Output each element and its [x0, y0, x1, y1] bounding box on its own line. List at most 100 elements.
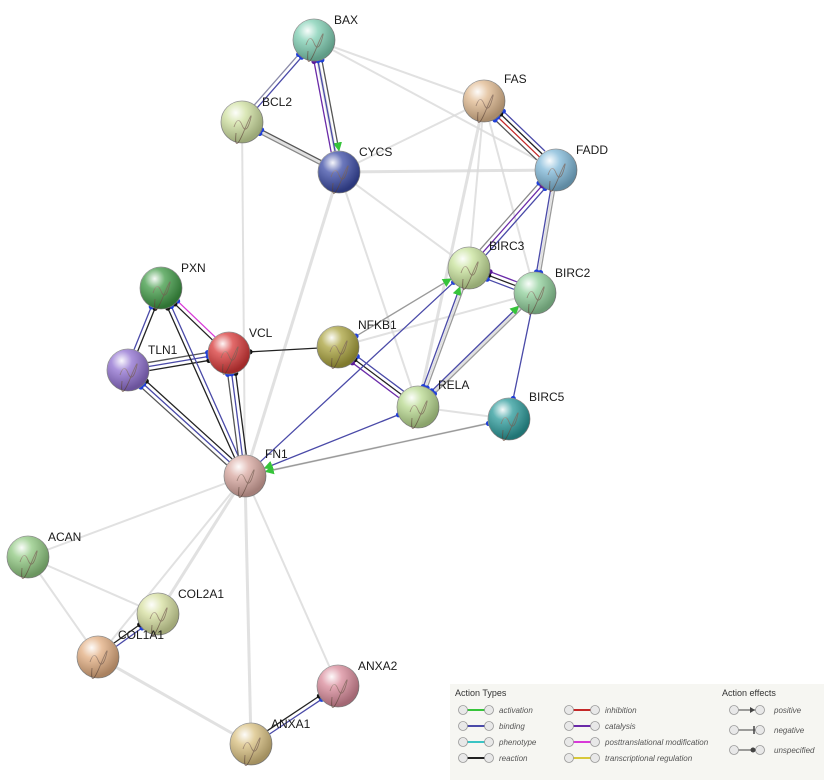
action-edge-fadd-birc3: [479, 182, 540, 251]
legend-action-effects-title: Action effects: [722, 688, 776, 698]
node-label-tln1: TLN1: [148, 343, 178, 357]
edge-bcl2-fn1: [241, 121, 246, 477]
action-edge-tln1-fn1: [145, 380, 233, 460]
node-label-cycs: CYCS: [359, 145, 392, 159]
node-col1a1[interactable]: COL1A1: [76, 628, 164, 679]
node-label-bcl2: BCL2: [262, 95, 292, 109]
node-acan[interactable]: ACAN: [6, 530, 81, 579]
action-edge-anxa2-anxa1: [267, 695, 320, 732]
node-label-col1a1: COL1A1: [118, 628, 164, 642]
node-label-fadd: FADD: [576, 143, 608, 157]
svg-text:unspecified: unspecified: [774, 746, 815, 755]
action-edge-birc5-fn1: [264, 422, 489, 475]
edge-col1a1-anxa1: [97, 655, 252, 746]
node-bcl2[interactable]: BCL2: [220, 95, 292, 144]
action-edge-rela-birc2: [433, 308, 522, 395]
action-edge-bcl2-cycs: [259, 132, 320, 165]
action-edge-bax-cycs: [313, 61, 332, 153]
action-edge-bax-cycs: [321, 59, 342, 152]
edge-bax-fadd: [313, 39, 557, 171]
action-edge-birc3-birc2: [489, 271, 518, 283]
edge-fn1-anxa1: [243, 475, 253, 745]
node-anxa2[interactable]: ANXA2: [316, 659, 398, 708]
node-label-birc2: BIRC2: [555, 266, 591, 280]
action-edge-bax-bcl2: [256, 56, 303, 108]
node-rela[interactable]: RELA: [396, 378, 469, 429]
action-edge-bcl2-cycs: [261, 129, 322, 162]
node-birc3[interactable]: BIRC3: [447, 239, 525, 290]
svg-text:transcriptional regulation: transcriptional regulation: [605, 754, 693, 763]
node-tln1[interactable]: TLN1: [106, 343, 178, 392]
action-edge-tln1-fn1: [143, 383, 230, 463]
edge-nfkb1-birc2: [337, 292, 536, 348]
action-edge-vcl-tln1: [147, 351, 208, 364]
legend-action-types-title: Action Types: [455, 688, 507, 698]
edge-fn1-acan: [27, 475, 246, 558]
action-edge-birc3-fn1: [259, 281, 455, 463]
legend-background: [450, 684, 824, 780]
node-label-col2a1: COL2A1: [178, 587, 224, 601]
node-nfkb1[interactable]: NFKB1: [316, 318, 397, 369]
edge-birc2-rela: [416, 291, 537, 409]
action-edge-birc2-fadd: [539, 190, 556, 273]
action-edge-vcl-fn1: [235, 373, 247, 455]
node-label-anxa1: ANXA1: [271, 717, 311, 731]
action-edge-vcl-tln1: [149, 359, 210, 372]
legend-type-transcriptional-regulation: transcriptional regulation: [564, 753, 693, 763]
action-edge-vcl-fn1: [227, 374, 239, 456]
action-edge-fadd-birc3: [485, 187, 546, 256]
action-edge-vcl-fn1: [231, 373, 243, 456]
svg-text:activation: activation: [499, 706, 533, 715]
edge-bax-fas: [313, 39, 485, 102]
edge-cycs-fas: [338, 100, 485, 173]
action-edge-nfkb1-rela: [356, 355, 404, 392]
node-label-bax: BAX: [334, 13, 358, 27]
action-edge-pxn-vcl: [177, 300, 216, 338]
node-bax[interactable]: BAX: [292, 13, 358, 62]
svg-text:positive: positive: [773, 706, 802, 715]
node-vcl[interactable]: VCL: [207, 326, 273, 375]
action-edge-fas-fadd: [502, 110, 546, 152]
action-edge-nfkb1-rela: [354, 359, 402, 395]
node-col2a1[interactable]: COL2A1: [136, 587, 224, 636]
action-edge-fas-fadd: [500, 113, 543, 155]
action-edge-tln1-fn1: [140, 386, 228, 466]
edge-fas-birc2: [483, 100, 536, 294]
legend-type-inhibition: inhibition: [564, 705, 637, 715]
action-edge-pxn-vcl: [174, 303, 213, 341]
node-label-fas: FAS: [504, 72, 527, 86]
action-edge-fadd-birc3: [482, 185, 543, 253]
action-edge-birc3-birc2: [488, 274, 516, 287]
node-birc2[interactable]: BIRC2: [513, 266, 591, 315]
action-edge-nfkb1-rela: [352, 362, 400, 399]
node-birc5[interactable]: BIRC5: [487, 390, 565, 441]
action-edge-col2a1-col1a1: [115, 627, 143, 647]
legend-type-phenotype: phenotype: [458, 737, 537, 747]
node-cycs[interactable]: CYCS: [317, 145, 392, 194]
action-edge-rela-birc2: [431, 305, 520, 392]
edge-fas-birc3: [468, 100, 485, 269]
node-fn1[interactable]: FN1: [223, 447, 288, 498]
edge-fas-rela: [416, 100, 486, 408]
action-edge-vcl-nfkb1: [249, 347, 318, 353]
svg-text:catalysis: catalysis: [605, 722, 636, 731]
edge-fn1-col1a1: [97, 475, 246, 658]
legend-effect-positive: positive: [729, 705, 802, 715]
action-edge-anxa2-anxa1: [269, 698, 322, 735]
legend-type-reaction: reaction: [458, 753, 528, 763]
action-edge-pxn-tln1: [133, 306, 152, 351]
legend-action-types: activationbindingphenotypereactioninhibi…: [458, 705, 709, 763]
node-label-pxn: PXN: [181, 261, 206, 275]
node-pxn[interactable]: PXN: [139, 261, 206, 310]
edge-cycs-birc3: [338, 171, 470, 269]
node-label-vcl: VCL: [249, 326, 273, 340]
node-label-birc3: BIRC3: [489, 239, 525, 253]
node-fadd[interactable]: FADD: [534, 143, 608, 192]
node-anxa1[interactable]: ANXA1: [229, 717, 311, 766]
node-label-rela: RELA: [438, 378, 469, 392]
node-fas[interactable]: FAS: [462, 72, 527, 123]
action-edge-nfkb1-birc3: [355, 278, 452, 337]
legend: Action Types Action effects activationbi…: [450, 684, 824, 780]
